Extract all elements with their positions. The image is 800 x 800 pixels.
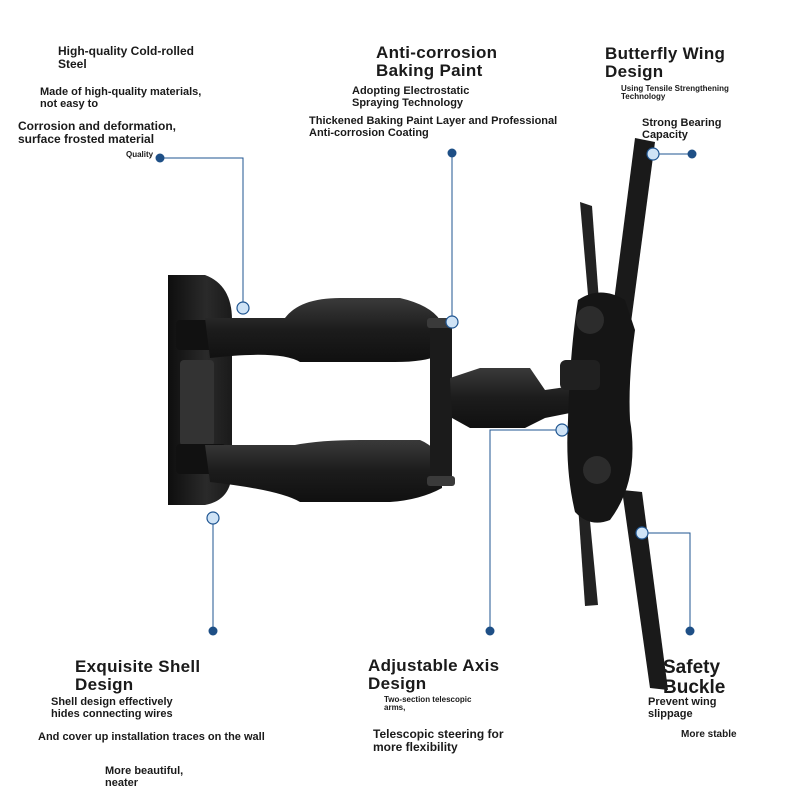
text-strong-bearing: Strong Bearing Capacity (642, 117, 722, 141)
text-telescopic-arms: Two-section telescopic arms, (384, 695, 472, 713)
heading-safety-buckle: Safety Buckle (663, 657, 726, 698)
vesa-bracket (560, 138, 668, 690)
heading-cold-rolled-steel: High-quality Cold-rolled Steel (58, 44, 194, 71)
text-prevent-wing-slippage: Prevent wing slippage (648, 696, 717, 720)
text-corrosion-deformation: Corrosion and deformation, surface frost… (18, 119, 177, 146)
text-more-stable: More stable (681, 729, 737, 740)
text-quality: Quality (126, 150, 154, 159)
heading-anti-corrosion-paint: Anti-corrosion Baking Paint (376, 43, 498, 80)
extension-arm (450, 368, 585, 428)
text-telescopic-steering: Telescopic steering for more flexibility (373, 727, 504, 754)
lower-arm (205, 440, 442, 502)
heading-exquisite-shell: Exquisite Shell Design (75, 657, 201, 694)
callout-markers (206, 147, 660, 540)
pivot-post (427, 318, 455, 486)
heading-adjustable-axis: Adjustable Axis Design (368, 656, 500, 693)
heading-butterfly-wing: Butterfly Wing Design (605, 44, 726, 81)
text-high-quality-materials: Made of high-quality materials, not easy… (40, 86, 202, 110)
text-thickened-paint-layer: Thickened Baking Paint Layer and Profess… (309, 115, 558, 139)
text-more-beautiful: More beautiful, neater (105, 765, 184, 789)
text-cover-installation-traces: And cover up installation traces on the … (38, 731, 265, 743)
text-tensile-strengthening: Using Tensile Strengthening Technology (621, 84, 729, 102)
text-shell-hides-wires: Shell design effectively hides connectin… (51, 696, 173, 720)
text-electrostatic-spraying: Adopting Electrostatic Spraying Technolo… (352, 85, 470, 109)
upper-arm (205, 298, 440, 362)
callout-dots (155, 148, 697, 636)
